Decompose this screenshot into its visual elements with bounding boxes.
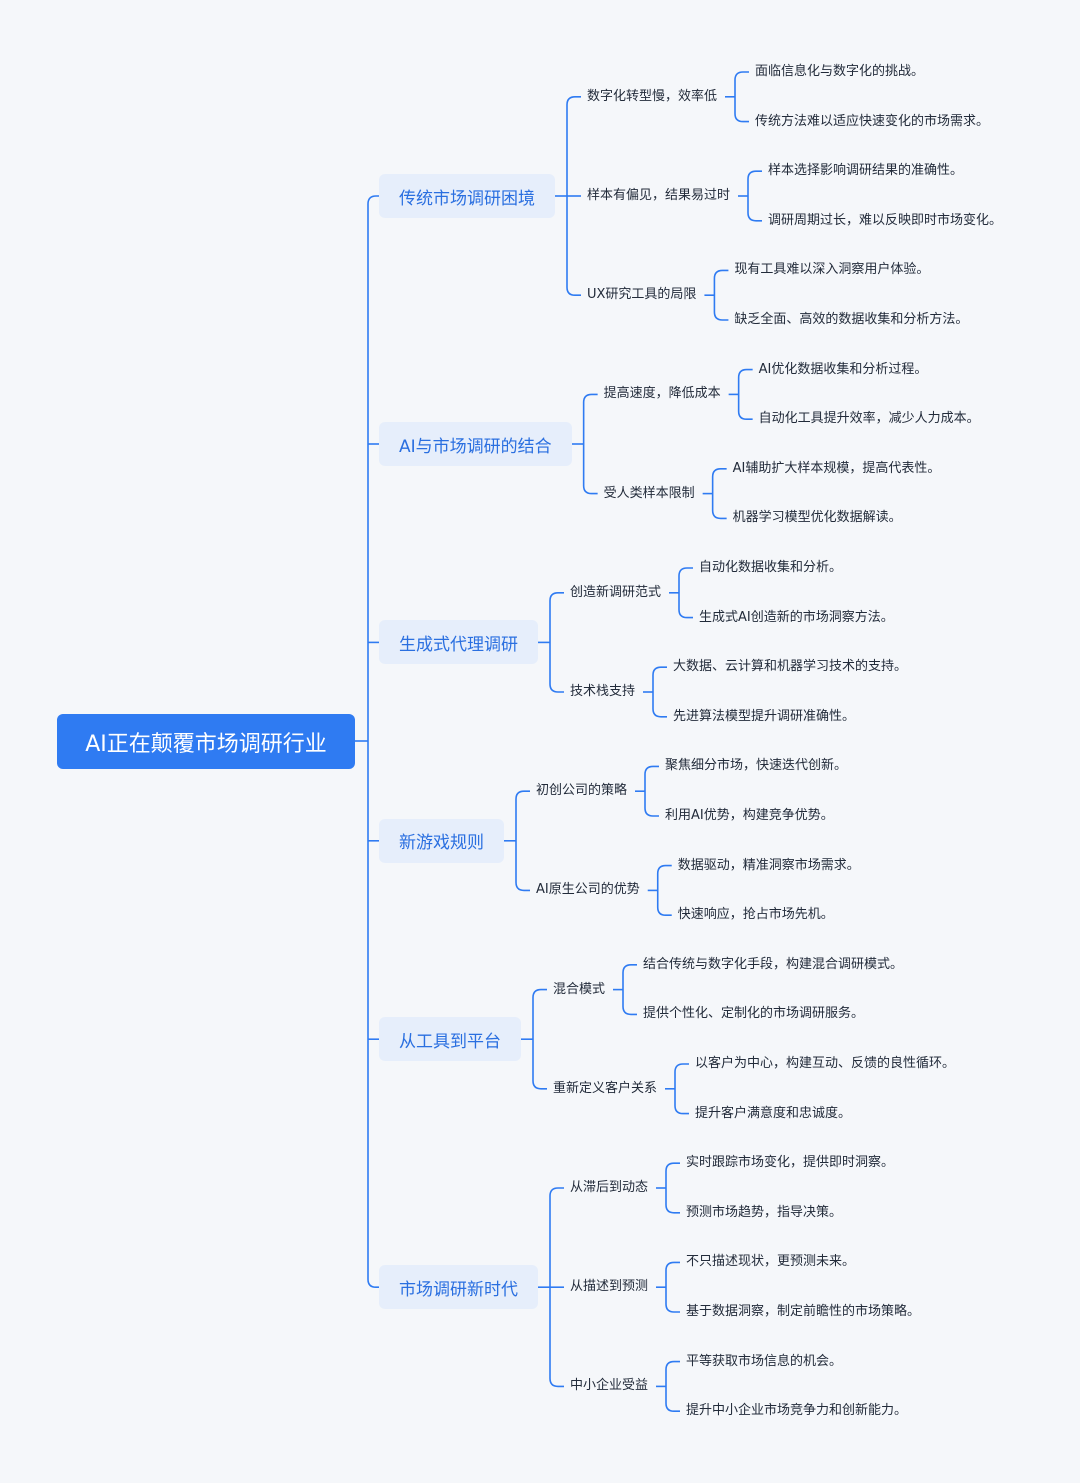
leaf-node[interactable]: 调研周期过长，难以反映即时市场变化。 [767,212,1002,228]
leaf-node[interactable]: 面临信息化与数字化的挑战。 [754,64,924,79]
branch-node[interactable]: AI与市场调研的结合 [379,422,572,466]
leaf-node[interactable]: 大数据、云计算和机器学习技术的支持。 [672,659,907,675]
leaf-node[interactable]: 现有工具难以深入洞察用户体验。 [734,262,930,278]
leaf-node[interactable]: 提升客户满意度和忠诚度。 [694,1105,851,1121]
leaf-node[interactable]: 不只描述现状，更预测未来。 [685,1254,855,1270]
leaf-node[interactable]: 预测市场趋势，指导决策。 [685,1204,842,1220]
leaf-node[interactable]: 自动化工具提升效率，减少人力成本。 [758,411,980,427]
subtopic-node[interactable]: 创造新调研范式 [569,584,661,600]
branch-node[interactable]: 从工具到平台 [379,1017,521,1062]
subtopic-node[interactable]: AI原生公司的优势 [535,882,640,898]
connector-line [582,393,598,495]
root-node[interactable]: AI正在颠覆市场调研行业 [57,714,355,769]
leaf-node[interactable]: 结合传统与数字化手段，构建混合调研模式。 [642,956,903,972]
leaf-node[interactable]: AI辅助扩大样本规模，提高代表性。 [732,460,941,476]
leaf-node[interactable]: 提供个性化、定制化的市场调研服务。 [642,1006,864,1022]
branch-node[interactable]: 市场调研新时代 [379,1265,538,1310]
leaf-node[interactable]: 缺乏全面、高效的数据收集和分析方法。 [734,312,969,327]
connector-line [644,765,659,817]
leaf-node[interactable]: 样本选择影响调研结果的准确性。 [767,163,963,179]
leaf-node[interactable]: 先进算法模型提升调研准确性。 [672,708,855,724]
leaf-node[interactable]: AI优化数据收集和分析过程。 [758,361,928,377]
connector-line [665,1162,680,1214]
subtopic-node[interactable]: UX研究工具的局限 [586,287,697,303]
subtopic-node[interactable]: 中小企业受益 [569,1378,648,1394]
connector-line [734,71,749,123]
subtopic-node[interactable]: 受人类样本限制 [603,485,695,501]
subtopic-node[interactable]: 技术栈支持 [569,684,635,699]
branch-node[interactable]: 新游戏规则 [379,818,504,863]
subtopic-node[interactable]: 初创公司的策略 [535,783,627,799]
connector-line [532,988,547,1090]
leaf-node[interactable]: 传统方法难以适应快速变化的市场需求。 [754,113,989,129]
subtopic-node[interactable]: 样本有偏见，结果易过时 [586,188,730,203]
connector-line [711,468,727,520]
subtopic-node[interactable]: 从描述到预测 [569,1279,648,1295]
connector-line [367,195,379,1288]
connector-line [674,1063,689,1115]
connector-line [652,666,667,718]
leaf-node[interactable]: 利用AI优势，构建竞争优势。 [664,808,834,823]
leaf-node[interactable]: 聚焦细分市场，快速迭代创新。 [664,758,847,774]
connector-line [622,964,637,1016]
leaf-node[interactable]: 平等获取市场信息的机会。 [685,1353,842,1369]
branch-node[interactable]: 生成式代理调研 [379,620,538,665]
connector-line [737,368,753,420]
connector-line [549,592,564,693]
connector-line [656,864,672,916]
branch-node[interactable]: 传统市场调研困境 [379,174,555,218]
connector-line [678,567,693,619]
leaf-node[interactable]: 基于数据洞察，制定前瞻性的市场策略。 [685,1304,920,1319]
leaf-node[interactable]: 数据驱动，精准洞察市场需求。 [677,857,860,873]
subtopic-node[interactable]: 提高速度，降低成本 [603,386,721,402]
leaf-node[interactable]: 提升中小企业市场竞争力和创新能力。 [685,1403,907,1419]
connector-line [713,269,729,321]
subtopic-node[interactable]: 从滞后到动态 [569,1180,648,1195]
subtopic-node[interactable]: 数字化转型慢，效率低 [586,88,717,104]
subtopic-node[interactable]: 混合模式 [552,981,605,997]
leaf-node[interactable]: 生成式AI创造新的市场洞察方法。 [698,609,894,625]
connector-line [515,790,530,892]
subtopic-node[interactable]: 重新定义客户关系 [552,1080,657,1096]
leaf-node[interactable]: 实时跟踪市场变化，提供即时洞察。 [685,1155,894,1171]
connector-line [665,1261,680,1313]
leaf-node[interactable]: 自动化数据收集和分析。 [698,560,842,575]
leaf-node[interactable]: 机器学习模型优化数据解读。 [732,510,902,526]
leaf-node[interactable]: 以客户为中心，构建互动、反馈的良性循环。 [694,1056,955,1071]
connector-line [665,1360,680,1412]
leaf-node[interactable]: 快速响应，抢占市场先机。 [677,907,834,923]
connector-line [747,170,762,222]
